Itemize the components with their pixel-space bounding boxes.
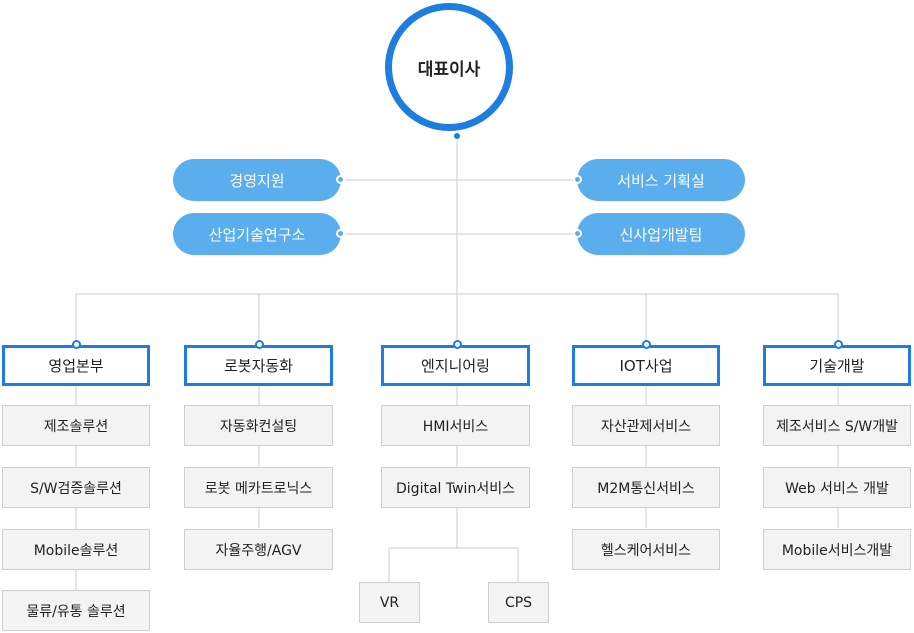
dept-iot: IOT사업 [572,345,720,386]
ceo-connector-dot [452,131,462,141]
branch-box-vr: VR [359,582,420,623]
connector-dot [72,340,81,349]
sub-label: 자율주행/AGV [215,542,302,559]
dept-label: 로봇자동화 [223,357,293,375]
sub-box: 자산관제서비스 [572,405,720,446]
sub-box: 로봇 메카트로닉스 [184,467,333,508]
staff-box-service-planning: 서비스 기획실 [577,159,745,201]
sub-box: 자동화컨설팅 [184,405,333,446]
sub-label: 제조솔루션 [43,418,109,435]
sub-label: Mobile솔루션 [33,542,119,559]
sub-label: S/W검증솔루션 [30,480,122,497]
sub-box: Mobile서비스개발 [763,529,911,570]
sub-box: M2M통신서비스 [572,467,720,508]
ceo-label: 대표이사 [417,59,481,80]
dept-tech-dev: 기술개발 [763,345,911,386]
sub-box: 자율주행/AGV [184,529,333,570]
sub-label: 자동화컨설팅 [219,418,298,435]
connector-dot [834,340,843,349]
staff-label: 산업기술연구소 [208,225,306,244]
sub-label: 로봇 메카트로닉스 [204,480,313,497]
dept-label: 기술개발 [809,357,865,375]
connector-dot [642,340,651,349]
dept-label: IOT사업 [619,357,673,375]
sub-label: Digital Twin서비스 [396,480,515,497]
dept-label: 영업본부 [48,357,104,375]
sub-box: Digital Twin서비스 [381,467,530,508]
dept-robot-automation: 로봇자동화 [184,345,333,386]
staff-box-new-business: 신사업개발팀 [577,213,745,255]
dept-label: 엔지니어링 [420,357,490,375]
sub-label: M2M통신서비스 [597,480,695,497]
branch-label: CPS [504,594,533,611]
sub-box: 제조솔루션 [2,405,150,446]
sub-label: HMI서비스 [422,418,489,435]
sub-box: 물류/유통 솔루션 [2,590,150,631]
staff-box-industrial-research: 산업기술연구소 [173,213,341,255]
sub-box: Mobile솔루션 [2,529,150,570]
ceo-node: 대표이사 [385,3,513,131]
connector-dot [255,340,264,349]
sub-label: Mobile서비스개발 [781,542,893,559]
branch-label: VR [379,594,400,611]
sub-label: Web 서비스 개발 [785,480,889,497]
sub-box: HMI서비스 [381,405,530,446]
sub-label: 자산관제서비스 [600,418,692,435]
staff-box-management-support: 경영지원 [173,159,341,201]
sub-label: 물류/유통 솔루션 [26,603,126,620]
staff-label: 경영지원 [229,171,285,190]
connector-dot [336,229,345,238]
sub-label: 헬스케어서비스 [600,542,692,559]
sub-box: Web 서비스 개발 [763,467,911,508]
sub-box: 헬스케어서비스 [572,529,720,570]
dept-sales: 영업본부 [2,345,150,386]
staff-label: 서비스 기획실 [617,171,705,190]
branch-box-cps: CPS [488,582,549,623]
sub-box: S/W검증솔루션 [2,467,150,508]
staff-label: 신사업개발팀 [619,225,703,244]
sub-box: 제조서비스 S/W개발 [763,405,911,446]
sub-label: 제조서비스 S/W개발 [775,418,899,435]
connector-dot [453,340,462,349]
dept-engineering: 엔지니어링 [381,345,530,386]
connector-dot [573,229,582,238]
connector-dot [336,175,345,184]
connector-dot [573,175,582,184]
